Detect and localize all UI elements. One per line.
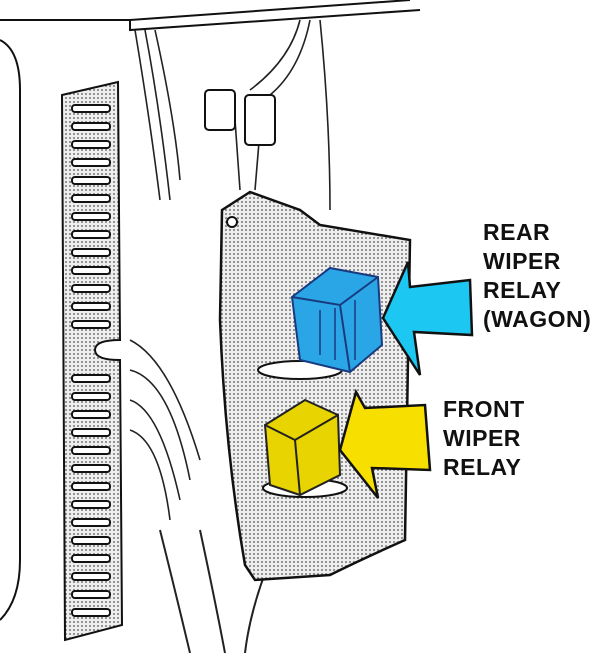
vent-slat — [71, 518, 111, 527]
vent-slat — [71, 194, 111, 203]
rear-wiper-relay — [290, 266, 384, 374]
label-line: WIPER — [483, 248, 561, 274]
vent-slat — [71, 212, 111, 221]
vent-slat — [71, 230, 111, 239]
vent-slat — [71, 500, 111, 509]
vent-slat — [71, 536, 111, 545]
vent-slat — [71, 410, 111, 419]
vent-slat — [71, 482, 111, 491]
vent-slat — [71, 554, 111, 563]
vent-slat — [71, 608, 111, 617]
vent-slat — [71, 140, 111, 149]
vent-slat — [71, 374, 111, 383]
label-line: RELAY — [483, 277, 562, 303]
rear-wiper-relay-label: REAR WIPER RELAY (WAGON) — [483, 218, 591, 334]
front-relay-arrow — [338, 388, 432, 499]
rear-relay-arrow — [381, 261, 474, 376]
dash-panel — [0, 0, 421, 621]
vent-slat — [71, 572, 111, 581]
label-line: WIPER — [443, 425, 521, 451]
label-line: FRONT — [443, 396, 525, 422]
vent-slat — [71, 320, 111, 329]
vent-slat — [71, 122, 111, 131]
vent-slat — [71, 284, 111, 293]
vent-slat — [71, 590, 111, 599]
vent-slat — [71, 464, 111, 473]
vent-slat — [71, 248, 111, 257]
vent-slat — [71, 266, 111, 275]
mounting-hole — [226, 216, 238, 228]
label-line: RELAY — [443, 454, 522, 480]
connector — [204, 89, 276, 146]
relay-bracket — [218, 190, 412, 582]
vent-slat — [71, 428, 111, 437]
vent-slat — [71, 302, 111, 311]
wire-harness — [129, 19, 331, 653]
vent-slat — [71, 104, 111, 113]
label-line: REAR — [483, 219, 551, 245]
front-wiper-relay — [263, 398, 342, 497]
vent-slat — [71, 446, 111, 455]
vent-strip — [60, 80, 124, 642]
label-line: (WAGON) — [483, 306, 592, 332]
vent-slat — [71, 392, 111, 401]
front-wiper-relay-label: FRONT WIPER RELAY — [443, 395, 525, 482]
vent-slat — [71, 158, 111, 167]
vent-slat — [71, 176, 111, 185]
